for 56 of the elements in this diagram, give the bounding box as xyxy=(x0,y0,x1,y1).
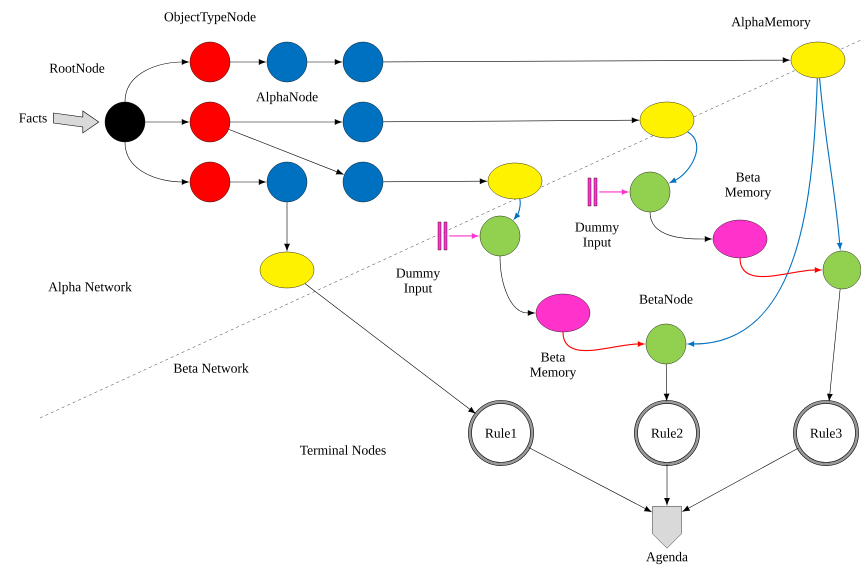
section-label: Beta Network xyxy=(174,363,249,373)
arrow xyxy=(827,288,840,401)
node-circle xyxy=(342,102,384,142)
input-label: Facts xyxy=(19,114,47,122)
arrow xyxy=(514,198,521,220)
arrow xyxy=(230,179,266,185)
arrow xyxy=(304,283,476,414)
alpha-memory-ellipse xyxy=(260,252,314,288)
node-circle xyxy=(266,162,308,202)
arrow xyxy=(650,212,712,242)
alpha-memory-ellipse xyxy=(640,102,694,138)
alpha-memory-ellipse xyxy=(488,162,542,200)
block-arrow xyxy=(53,110,100,134)
node-circle xyxy=(480,216,520,256)
node-heading: Beta Memory xyxy=(725,172,772,200)
arrow xyxy=(664,364,670,401)
arrow xyxy=(230,119,342,125)
node-circle xyxy=(630,172,670,212)
arrow xyxy=(682,448,799,512)
annotation-label: AlphaNode xyxy=(256,92,318,104)
node-circle xyxy=(190,162,230,202)
node-heading: AlphaMemory xyxy=(731,16,811,30)
node-circle xyxy=(190,102,230,142)
arrow xyxy=(739,258,822,278)
arrow xyxy=(382,178,487,184)
arrow xyxy=(500,256,535,316)
section-label: Terminal Nodes xyxy=(300,445,386,455)
node-circle xyxy=(342,42,384,82)
arrow xyxy=(124,142,189,185)
arrow xyxy=(382,57,790,63)
arrow xyxy=(562,332,644,352)
node-heading: BetaNode xyxy=(639,294,693,304)
node-circle xyxy=(822,250,861,290)
arrow xyxy=(449,233,478,239)
arrow xyxy=(599,189,628,195)
arrow xyxy=(306,59,342,65)
arrow xyxy=(670,131,698,184)
node-heading: Dummy Input xyxy=(575,222,620,250)
node-heading: Dummy Input xyxy=(396,268,440,296)
arrow xyxy=(819,78,842,250)
arrow xyxy=(688,78,818,347)
node-heading: ObjectTypeNode xyxy=(164,12,256,24)
node-heading: RootNode xyxy=(50,63,104,73)
arrow xyxy=(528,447,652,512)
node-circle xyxy=(266,42,308,82)
arrow xyxy=(124,59,189,102)
node-circle xyxy=(342,162,384,202)
arrow xyxy=(382,117,639,123)
node-heading: Beta Memory xyxy=(530,352,576,380)
node-heading: Agenda xyxy=(646,552,688,564)
arrow xyxy=(284,202,290,251)
arrow xyxy=(228,129,344,174)
arrow xyxy=(144,119,189,125)
arrow xyxy=(664,464,670,506)
section-label: Alpha Network xyxy=(48,282,132,294)
arrow xyxy=(230,59,266,65)
